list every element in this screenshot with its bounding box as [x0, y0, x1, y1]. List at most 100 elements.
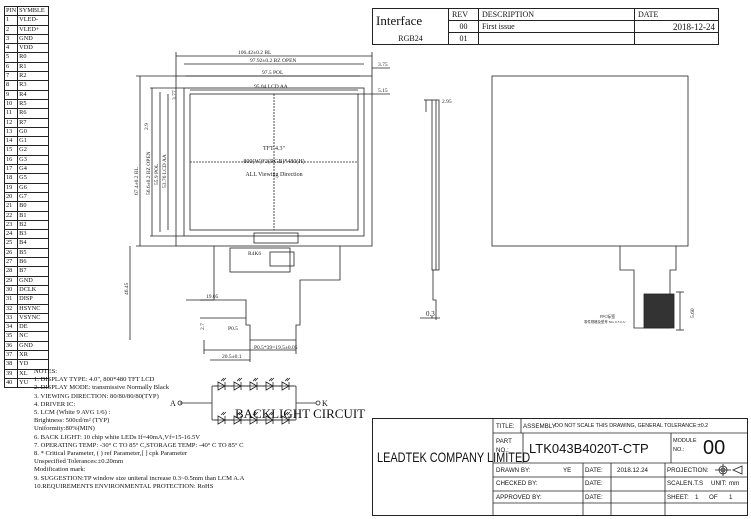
- panel-text-resolution: 800(W)*3(RGB)*480(H): [243, 158, 304, 165]
- dim-height-bz: 56.6±0.2 BZ OPEN: [146, 151, 152, 195]
- module-label: MODULE NO.:: [673, 438, 697, 453]
- notes: NOTES:1. DISPLAY TYPE: 4.0", 800*480 TFT…: [34, 368, 244, 491]
- note-line: 6. BACK LIGHT: 10 chip white LEDs If=40m…: [34, 433, 201, 441]
- date-label-3: DATE:: [585, 494, 603, 501]
- rev-01: 01: [448, 32, 479, 45]
- drawn-by-value: YE: [563, 467, 572, 474]
- projection-icon: [715, 464, 743, 476]
- anode-label: A: [170, 399, 176, 408]
- dim-fpc-length: 46.45: [124, 282, 130, 295]
- dim-fpc-width: P0.5: [228, 326, 238, 332]
- projection-label: PROJECTION:: [667, 467, 709, 474]
- fpc-bend: [253, 232, 299, 244]
- checked-by-label: CHECKED BY:: [496, 480, 538, 487]
- note-line: Brightness: 500cd/m² (TYP): [34, 417, 110, 425]
- back-sticker-line2: 零件规格及型号 NO. 0.5 0.5/: [584, 319, 625, 324]
- date-label-1: DATE:: [585, 467, 603, 474]
- revision-table: Interface REV DESCRIPTION DATE 00 First …: [372, 8, 719, 45]
- fpc-chip: [269, 251, 295, 267]
- panel-text-size: TFT 4.3": [263, 146, 286, 152]
- date-label-2: DATE:: [585, 480, 603, 487]
- led-diode: [214, 377, 230, 391]
- led-diode: [230, 377, 246, 391]
- dim-top-mid: 3.77: [172, 90, 178, 100]
- led-diode: [246, 411, 262, 425]
- drawn-by-label: DRAWN BY:: [496, 467, 531, 474]
- dim-height-total: 67.4±0.2 BL: [134, 166, 140, 195]
- note-line: 2. DISPLAY MODE: transmissive Normally B…: [34, 384, 170, 392]
- side-fpc: [432, 270, 437, 320]
- fpc-tail: [213, 246, 341, 341]
- part-number: LTK043B4020T-CTP: [529, 441, 649, 456]
- note-line: 9. SUGGESTION:TP window size uniteral in…: [34, 474, 245, 482]
- led-diode: [230, 411, 246, 425]
- panel-text-viewing: ALL Viewing Direction: [245, 172, 302, 178]
- led-diode: [262, 411, 278, 425]
- dim-fpc-offset: 19.05: [206, 294, 219, 300]
- dim-height-pol: 55.9 POL: [154, 163, 160, 185]
- back-outline: [491, 75, 689, 247]
- bezel-open: [183, 87, 365, 237]
- unit-label: UNIT:: [711, 480, 727, 487]
- dim-pol: 97.5 POL: [262, 70, 284, 76]
- title-block: LEADTEK COMPANY LIMITED TITLE: ASSEMBLY …: [372, 418, 748, 516]
- back-fpc-connector: [643, 293, 675, 329]
- dim-fpc-tail: 2.7: [200, 323, 206, 330]
- sheet-label: SHEET:: [667, 494, 689, 501]
- note-line: 7. OPERATING TEMP: -30° C TO 85° C,STORA…: [34, 441, 244, 449]
- title-block-grid: [492, 419, 747, 515]
- scale-label: SCALE:: [667, 480, 690, 487]
- led-string-bottom: [214, 411, 294, 425]
- note-line: 1. DISPLAY TYPE: 4.0", 800*480 TFT LCD: [34, 376, 155, 384]
- dim-top-left: 2.9: [144, 123, 150, 130]
- dim-side-thickness: 2.95: [442, 99, 452, 105]
- pin-symbol: YU: [17, 377, 50, 389]
- led-string-top: [214, 377, 294, 391]
- led-diode: [246, 377, 262, 391]
- dim-height-aa: 53.76 LCD AA: [162, 154, 168, 188]
- fpc-component-area: [229, 247, 291, 273]
- scale-value: N.T.S: [688, 480, 704, 487]
- dim-bz-open: 97.92±0.2 BZ OPEN: [250, 58, 296, 64]
- led-diode: [278, 411, 294, 425]
- side-view-body: [431, 99, 440, 271]
- note-line: 4. DRIVER IC:: [34, 400, 76, 408]
- note-line: 3. VIEWING DIRECTION: 80/80/80/80(TYP): [34, 392, 159, 400]
- dim-bl-width: 106.42±0.2 BL: [238, 50, 272, 56]
- note-line: Modification mark:: [34, 466, 86, 474]
- chip-label: R4K6: [248, 251, 261, 257]
- date-01: [634, 32, 719, 45]
- backlight-title: BACKLIGHT CIRCUIT: [235, 406, 365, 421]
- note-line: 10.REQUIREMENTS ENVIRONMENTAL PROTECTION…: [34, 482, 214, 490]
- title-value: ASSEMBLY: [523, 423, 556, 430]
- date-value: 2018.12.24: [617, 467, 648, 474]
- dim-right-aa: 5.15: [378, 88, 388, 94]
- dim-fpc-total: 20.5±0.1: [222, 354, 242, 360]
- unit-value: mm: [729, 480, 740, 487]
- dim-right-top: 3.75: [378, 62, 388, 68]
- scale-note: DO NOT SCALE THIS DRAWING, GENERAL TOLER…: [555, 423, 709, 429]
- interface-label: Interface: [372, 8, 449, 33]
- sheet-total: 1: [729, 494, 733, 501]
- dim-fpc-pitch: P0.5*39=19.5±0.05: [254, 345, 298, 351]
- module-number: 00: [703, 437, 726, 459]
- note-line: 5. LCM (White 9 AVG 1/6) :: [34, 409, 111, 417]
- dim-side-bottom: 0.3: [426, 310, 435, 318]
- note-line: NOTES:: [34, 368, 58, 375]
- cathode-label: K: [322, 399, 328, 408]
- part-label: PART NO.:: [496, 438, 512, 454]
- back-sticker-line1: FPC标签: [600, 313, 615, 319]
- approved-by-label: APPROVED BY:: [496, 494, 542, 501]
- company-name: LEADTEK COMPANY LIMITED: [377, 449, 531, 465]
- title-label: TITLE:: [496, 423, 515, 430]
- dim-back-right: 5.60: [690, 308, 696, 318]
- led-diode: [214, 411, 230, 425]
- note-line: 8. * Critical Parameter, ( ) ref Paramet…: [34, 450, 188, 458]
- dim-lcd-aa: 95.04 LCD AA: [254, 84, 288, 90]
- note-line: Uniformity:80%(MIN): [34, 425, 95, 433]
- pin-number: 40: [3, 377, 19, 389]
- led-diode: [278, 377, 294, 391]
- sheet-value: 1: [695, 494, 699, 501]
